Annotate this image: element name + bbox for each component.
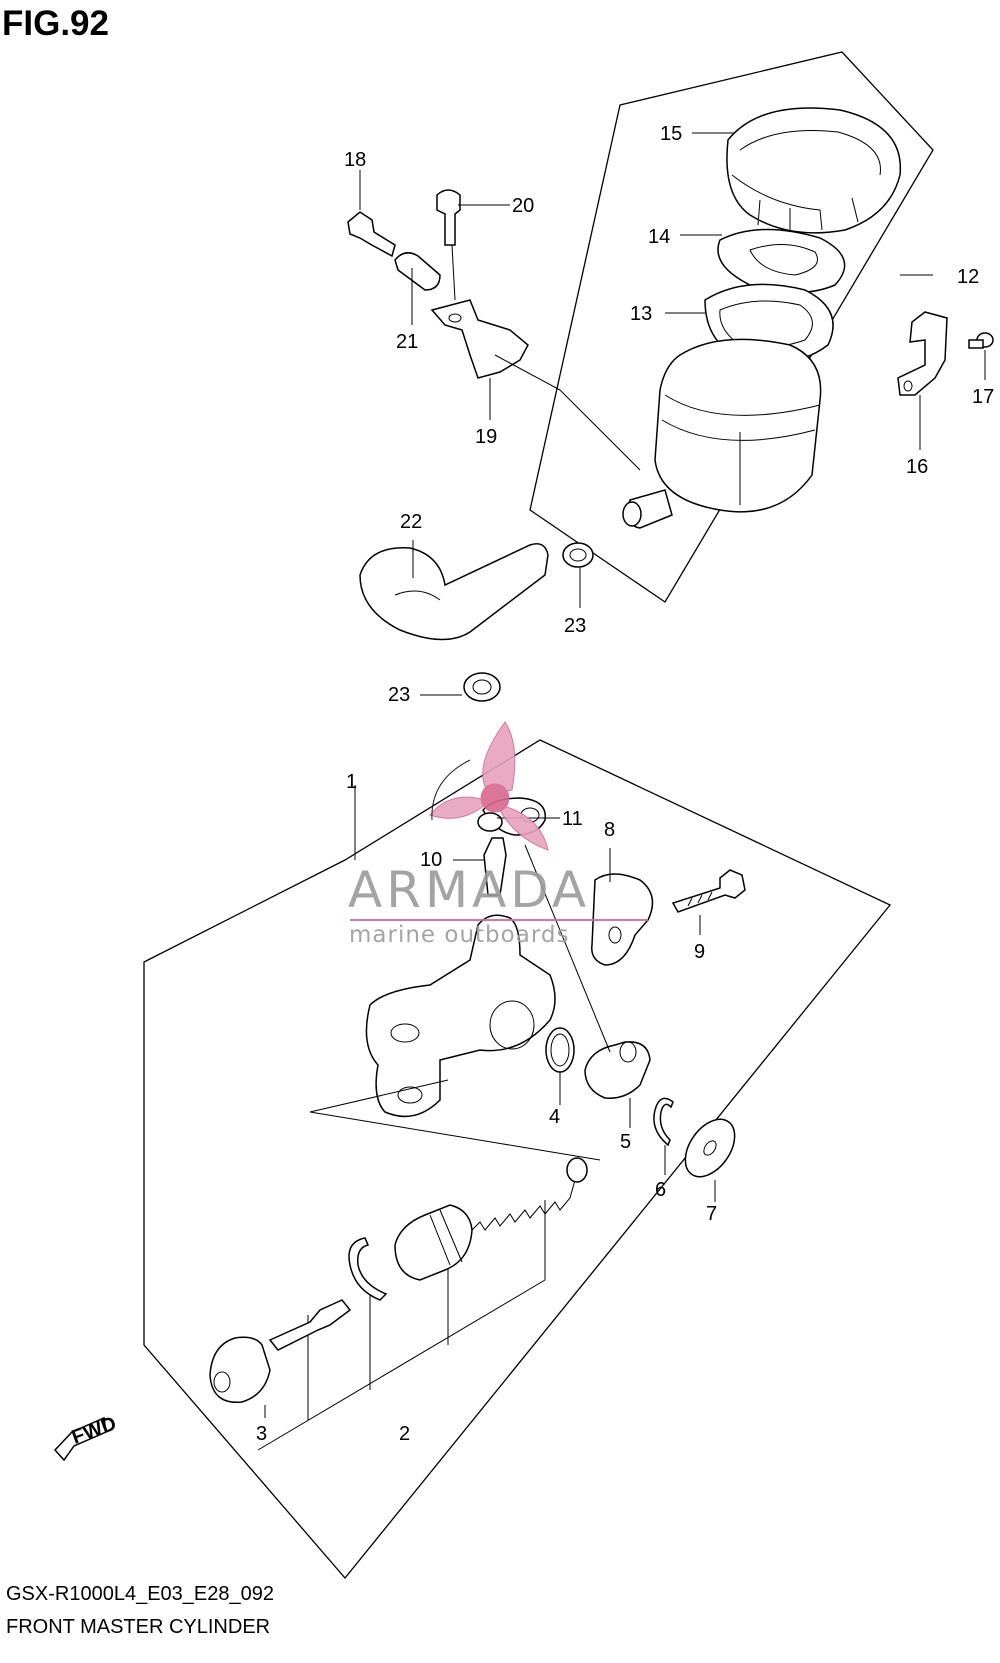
callout-17: 17: [972, 386, 994, 408]
reservoir-cap: [726, 107, 902, 234]
callout-13: 13: [630, 303, 652, 325]
callout-2: 2: [399, 1423, 410, 1445]
callout-3: 3: [256, 1423, 267, 1445]
callout-6: 6: [655, 1179, 666, 1201]
clamp-screw: [968, 332, 994, 349]
callout-23-upper: 23: [564, 615, 586, 637]
callout-20: 20: [512, 195, 534, 217]
callout-8: 8: [604, 819, 615, 841]
callout-16: 16: [906, 456, 928, 478]
callout-9: 9: [694, 941, 705, 963]
reservoir-body: [622, 338, 822, 529]
o-ring: [545, 1027, 575, 1073]
callout-18: 18: [344, 149, 366, 171]
piston-cup: [394, 1204, 473, 1281]
callout-21: 21: [396, 331, 418, 353]
callout-10: 10: [420, 849, 442, 871]
push-rod-boot: [209, 1336, 271, 1403]
bracket-bolt: [347, 211, 396, 258]
callout-23-lower: 23: [388, 684, 410, 706]
holder-bolt: [671, 869, 746, 913]
callout-22: 22: [400, 511, 422, 533]
hose-clip-lower: [463, 672, 501, 702]
callout-1: 1: [346, 771, 357, 793]
callout-12: 12: [957, 266, 979, 288]
bracket-bolt-upper: [436, 189, 461, 246]
watermark-propeller-icon: [429, 721, 549, 851]
fwd-arrow-icon: FWD: [53, 1413, 119, 1462]
footer-name: FRONT MASTER CYLINDER: [6, 1616, 271, 1638]
watermark-tagline: marine outboards: [349, 922, 569, 948]
master-cylinder-body: [365, 914, 556, 1118]
reservoir-hose: [359, 543, 549, 641]
reservoir-diaphragm-plate: [717, 228, 846, 294]
hose-connector: [584, 1041, 651, 1099]
bleeder-valve: [483, 837, 507, 896]
footer-code: GSX-R1000L4_E03_E28_092: [6, 1583, 274, 1605]
callout-11: 11: [562, 808, 583, 830]
reservoir-clamp: [897, 311, 948, 396]
piston-circlip: [348, 1237, 388, 1301]
footer: GSX-R1000L4_E03_E28_092 FRONT MASTER CYL…: [6, 1578, 274, 1644]
callout-5: 5: [620, 1131, 631, 1153]
push-rod: [268, 1299, 352, 1351]
dust-boot: [684, 1118, 736, 1178]
return-spring: [469, 1157, 588, 1233]
bracket-collar: [394, 252, 441, 291]
reservoir-bracket: [430, 299, 529, 379]
callout-14: 14: [648, 226, 670, 248]
circlip: [653, 1097, 674, 1147]
hose-clip-upper: [562, 542, 594, 568]
watermark: ARMADA marine outboards: [348, 721, 648, 948]
watermark-brand: ARMADA: [348, 861, 590, 919]
callout-7: 7: [706, 1203, 717, 1225]
master-cylinder-group-outline: [143, 739, 892, 1580]
callout-15: 15: [660, 123, 682, 145]
callout-4: 4: [549, 1106, 560, 1128]
callout-19: 19: [475, 426, 497, 448]
fwd-label: FWD: [69, 1413, 119, 1449]
figure-title: FIG.92: [2, 4, 109, 43]
